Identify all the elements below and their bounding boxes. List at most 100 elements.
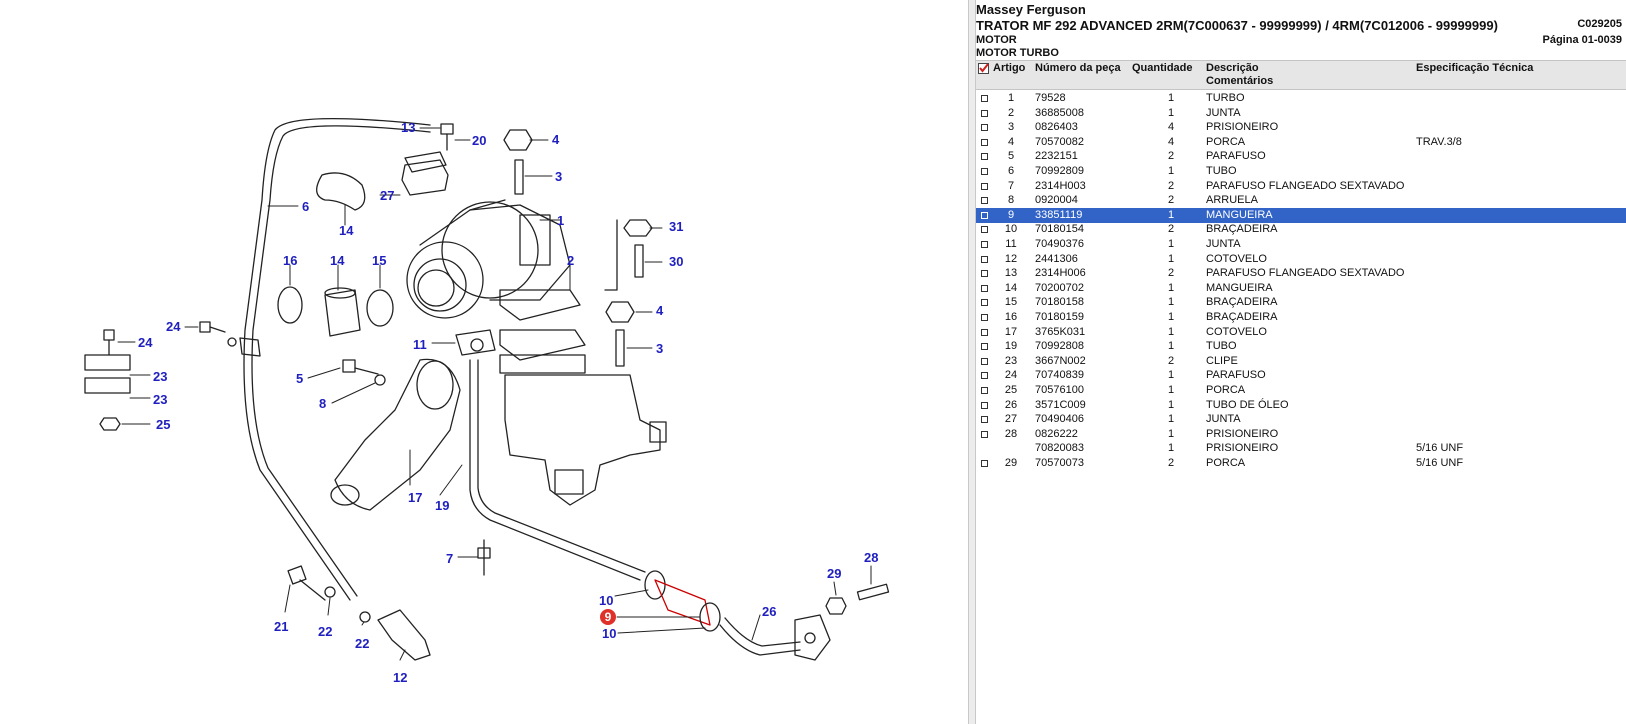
row-checkbox[interactable] (981, 211, 988, 219)
col-especificacao[interactable]: Especificação Técnica (1416, 62, 1534, 74)
row-checkbox[interactable] (981, 416, 988, 424)
callout-3[interactable]: 3 (555, 169, 563, 184)
callout-16[interactable]: 16 (283, 253, 298, 268)
callout-20[interactable]: 20 (472, 133, 487, 148)
row-checkbox[interactable] (981, 109, 988, 117)
row-checkbox[interactable] (981, 138, 988, 146)
callout-29[interactable]: 29 (827, 566, 842, 581)
col-quantidade[interactable]: Quantidade (1132, 62, 1193, 74)
col-descricao[interactable]: Descrição (1206, 62, 1259, 74)
callout-15[interactable]: 15 (372, 253, 387, 268)
row-checkbox[interactable] (981, 270, 988, 278)
row-checkbox[interactable] (981, 387, 988, 394)
callout-23-upper[interactable]: 23 (153, 369, 168, 384)
row-checkbox[interactable] (981, 226, 988, 234)
row-checkbox[interactable] (981, 343, 988, 351)
row-checkbox[interactable] (981, 372, 988, 380)
callout-8[interactable]: 8 (319, 396, 327, 411)
callout-19[interactable]: 19 (435, 498, 450, 513)
callout-4[interactable]: 4 (552, 132, 560, 147)
callout-28[interactable]: 28 (864, 550, 879, 565)
callout-24-left[interactable]: 24 (166, 319, 181, 334)
callout-14[interactable]: 14 (330, 253, 345, 268)
callout-11[interactable]: 11 (413, 337, 427, 352)
row-quantity: 1 (1167, 340, 1175, 353)
row-part-number: 3571C009 (1035, 398, 1086, 411)
row-checkbox[interactable] (981, 241, 988, 248)
callout-10-lower[interactable]: 10 (602, 626, 617, 641)
callout-9-selected[interactable]: 9 (600, 609, 616, 625)
callout-1[interactable]: 1 (557, 213, 565, 228)
check-all-icon[interactable] (978, 63, 989, 74)
callout-27[interactable]: 27 (380, 188, 395, 203)
row-checkbox[interactable] (981, 255, 988, 263)
callout-14-top[interactable]: 14 (339, 223, 354, 238)
callout-24[interactable]: 24 (138, 335, 153, 350)
row-checkbox[interactable] (981, 401, 988, 409)
row-checkbox[interactable] (981, 299, 988, 307)
row-checkbox[interactable] (981, 197, 988, 205)
callout-26[interactable]: 26 (762, 604, 777, 619)
row-checkbox[interactable] (981, 124, 988, 132)
callout-4-lower[interactable]: 4 (656, 303, 664, 318)
row-checkbox[interactable] (981, 430, 988, 438)
callout-12[interactable]: 12 (393, 670, 408, 685)
col-comentarios[interactable]: Comentários (1206, 75, 1274, 87)
row-checkbox[interactable] (981, 95, 988, 102)
callout-5[interactable]: 5 (296, 371, 304, 386)
row-checkbox[interactable] (981, 314, 988, 321)
callout-17[interactable]: 17 (408, 490, 423, 505)
callout-23-lower[interactable]: 23 (153, 392, 168, 407)
callout-30[interactable]: 30 (669, 254, 684, 269)
panel-splitter[interactable] (968, 0, 976, 724)
row-checkbox[interactable] (981, 153, 988, 161)
callout-6[interactable]: 6 (302, 199, 310, 214)
callout-25[interactable]: 25 (156, 417, 171, 432)
row-part-number: 2314H003 (1035, 179, 1086, 192)
callout-21[interactable]: 21 (274, 619, 289, 634)
callout-31[interactable]: 31 (669, 219, 684, 234)
callout-22-a[interactable]: 22 (318, 624, 333, 639)
callout-22-b[interactable]: 22 (355, 636, 370, 651)
row-checkbox[interactable] (981, 328, 988, 336)
row-checkbox[interactable] (981, 460, 988, 467)
col-numero[interactable]: Número da peça (1035, 62, 1121, 74)
row-checkbox[interactable] (981, 168, 988, 175)
callout-2[interactable]: 2 (567, 253, 575, 268)
callout-13[interactable]: 13 (401, 120, 416, 135)
row-checkbox[interactable] (981, 182, 988, 190)
callout-7[interactable]: 7 (446, 551, 454, 566)
exploded-diagram[interactable]: 13 20 4 3 1 27 6 14 16 14 15 2 31 30 4 3… (0, 0, 968, 724)
callout-10-upper[interactable]: 10 (599, 593, 614, 608)
callout-3-lower[interactable]: 3 (656, 341, 664, 356)
row-checkbox[interactable] (981, 284, 988, 292)
row-checkbox[interactable] (981, 357, 988, 365)
col-artigo[interactable]: Artigo (993, 62, 1026, 74)
